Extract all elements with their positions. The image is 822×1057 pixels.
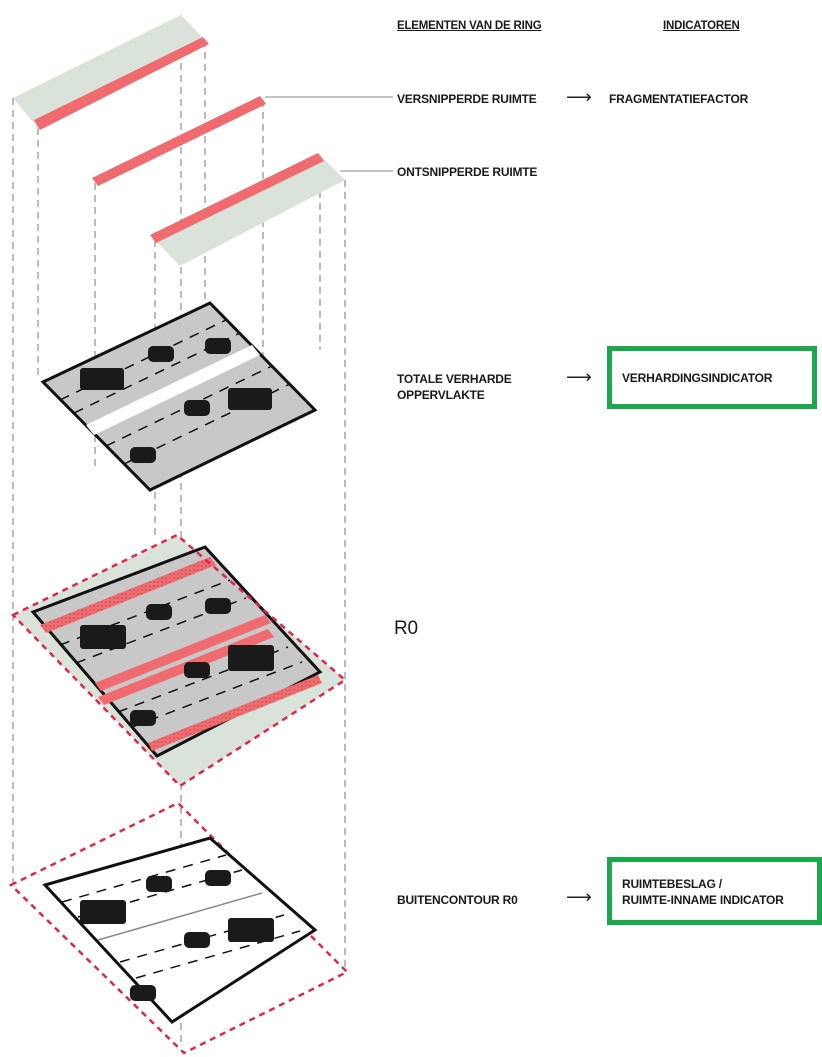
- vehicles: [80, 870, 274, 1001]
- layer-r0: [10, 533, 348, 788]
- element-totale-verharde-line1: TOTALE VERHARDE: [397, 372, 512, 386]
- indicator-ruimtebeslag-line1: RUIMTEBESLAG /: [622, 877, 722, 891]
- layer-ontsnipperde-ruimte: [92, 96, 266, 186]
- indicator-box-verharding: VERHARDINGSINDICATOR: [607, 346, 817, 409]
- element-totale-verharde-line2: OPPERVLAKTE: [397, 388, 485, 402]
- header-elements: ELEMENTEN VAN DE RING: [397, 20, 542, 32]
- indicator-box-ruimtebeslag: RUIMTEBESLAG / RUIMTE-INNAME INDICATOR: [607, 857, 822, 925]
- element-versnipperde-ruimte: VERSNIPPERDE RUIMTE: [397, 92, 537, 106]
- indicator-verhardingsindicator: VERHARDINGSINDICATOR: [622, 371, 773, 385]
- element-buitencontour-r0: BUITENCONTOUR R0: [397, 893, 518, 907]
- arrow-icon: ⟶: [566, 87, 592, 108]
- layer-buitencontour: [8, 801, 350, 1055]
- arrow-icon: ⟶: [566, 367, 592, 388]
- arrow-icon: ⟶: [566, 887, 592, 908]
- indicator-ruimtebeslag-line2: RUIMTE-INNAME INDICATOR: [622, 893, 784, 907]
- layer-versnipperde-ruimte: [13, 15, 209, 130]
- layer-paved-surface: [40, 301, 318, 492]
- vehicles: [80, 338, 272, 463]
- vehicles: [80, 598, 274, 726]
- element-r0: R0: [394, 618, 418, 639]
- leader-lines: [265, 96, 393, 172]
- layer-open-space: [150, 153, 345, 266]
- element-ontsnipperde-ruimte: ONTSNIPPERDE RUIMTE: [397, 165, 538, 179]
- indicator-fragmentatiefactor: FRAGMENTATIEFACTOR: [609, 92, 749, 106]
- header-indicators: INDICATOREN: [663, 20, 740, 32]
